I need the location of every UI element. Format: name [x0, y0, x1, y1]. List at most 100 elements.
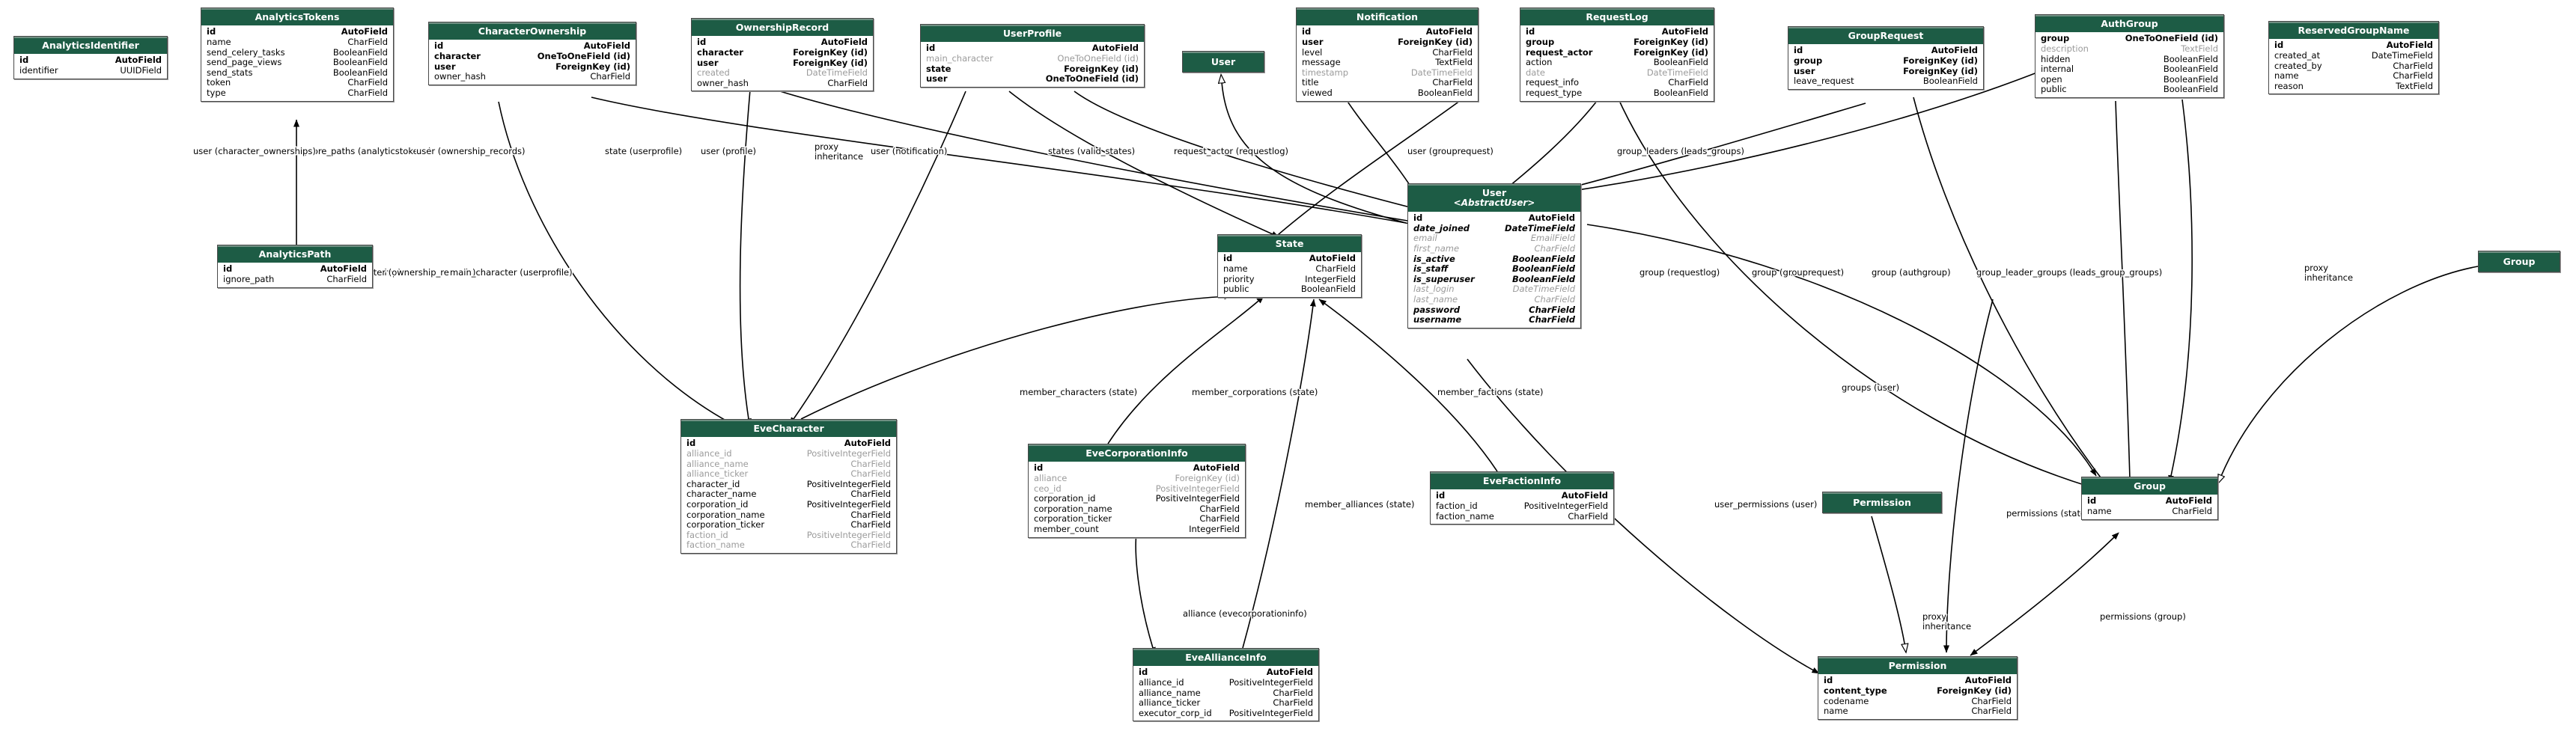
field-name: executor_corp_id — [1139, 707, 1212, 718]
field-name: id — [1526, 26, 1535, 37]
entity-title-analyticstokens: AnalyticsTokens — [201, 8, 393, 26]
field-name: timestamp — [1302, 67, 1349, 78]
entity-title-text: Notification — [1356, 11, 1419, 22]
field-name: date — [1526, 67, 1545, 78]
edge-e-group-proxy — [2217, 266, 2479, 483]
edge-label-e-group-authgroup: group (authgroup) — [1872, 267, 1951, 278]
field-type: ForeignKey (id) — [793, 57, 868, 68]
edge-e-user-charown — [591, 97, 1422, 227]
entity-title-text: EveCorporationInfo — [1085, 447, 1188, 459]
field-type: BooleanField — [1922, 76, 1978, 87]
field-type: AutoField — [1528, 212, 1575, 224]
field-name: id — [1139, 667, 1148, 678]
edge-label-group: ignore_paths (analyticstokens)character … — [192, 141, 2354, 633]
entity-node-group_plain[interactable]: Group — [2478, 251, 2560, 273]
field-type: AutoField — [115, 55, 162, 66]
field-name: group — [1526, 36, 1555, 47]
field-name: alliance_ticker — [686, 468, 749, 480]
entity-node-user_proxy[interactable]: User — [1182, 51, 1264, 73]
field-type: PositiveIntegerField — [806, 478, 891, 489]
field-type: CharField — [850, 489, 891, 500]
field-name: date_joined — [1413, 222, 1470, 233]
entity-title-evefactioninfo: EveFactionInfo — [1431, 472, 1613, 490]
field-type: BooleanField — [2163, 84, 2218, 95]
entity-title-text: AnalyticsTokens — [255, 11, 340, 22]
field-name: id — [1413, 212, 1423, 224]
field-name: id — [1223, 253, 1233, 264]
entity-node-permission_proxy[interactable]: Permission — [1822, 492, 1942, 514]
field-type: BooleanField — [1653, 57, 1708, 68]
edge-e-group-grouprequest — [1913, 97, 2110, 489]
edge-label-e-request-actor: request_actor (requestlog) — [1174, 146, 1288, 156]
entity-title-grouprequest: GroupRequest — [1788, 27, 1983, 45]
field-type: OneToOneField (id) — [1057, 52, 1139, 64]
field-type: DateTimeField — [1512, 284, 1575, 295]
field-type: DateTimeField — [806, 67, 868, 79]
edge-e-state-userprofile — [1008, 91, 1279, 237]
edge-e-permission-proxy — [1871, 516, 1906, 652]
field-name: hidden — [2041, 53, 2071, 64]
edge-label-e-alliance-evecorp: alliance (evecorporationinfo) — [1183, 608, 1307, 619]
field-type: CharField — [1529, 314, 1575, 325]
edge-e-user-ownrec — [779, 91, 1419, 224]
field-type: CharField — [347, 87, 388, 98]
field-name: request_info — [1526, 77, 1580, 88]
field-name: is_staff — [1413, 263, 1449, 275]
field-type: CharField — [850, 519, 891, 531]
field-type: TextField — [2181, 43, 2218, 54]
field-name: user — [1302, 36, 1324, 47]
field-name: id — [2274, 40, 2284, 51]
